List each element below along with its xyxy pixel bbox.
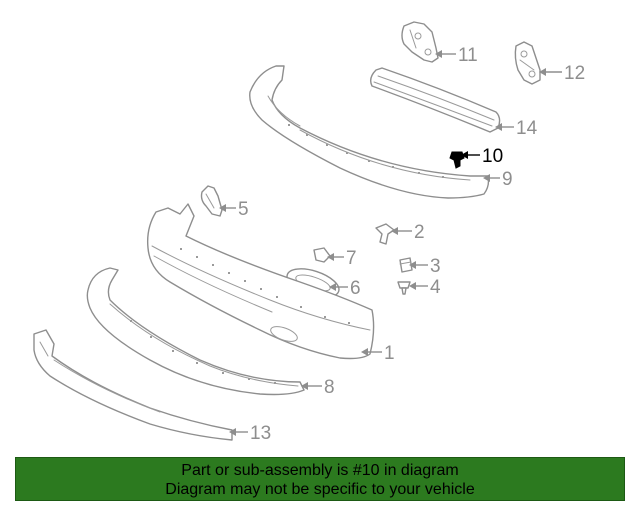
- part-9-bumper-cover: [249, 65, 490, 199]
- part-8-valance: [86, 267, 305, 396]
- callout-4: 4: [409, 277, 441, 298]
- part-4-bolt: [397, 281, 411, 295]
- part-7-plug: [313, 247, 331, 263]
- part-5-bracket: [200, 185, 223, 217]
- callout-label-10: 10: [482, 146, 503, 167]
- callout-label-7: 7: [346, 248, 357, 269]
- callout-label-12: 12: [564, 63, 585, 84]
- info-banner: Part or sub-assembly is #10 in diagram D…: [15, 457, 625, 501]
- callout-3: 3: [409, 256, 441, 277]
- part-12-bracket: [514, 41, 541, 85]
- part-14-reinforcement: [369, 67, 501, 133]
- callout-label-6: 6: [350, 278, 361, 299]
- part-10-clip: [449, 151, 465, 169]
- callout-1: 1: [361, 343, 395, 364]
- callout-label-2: 2: [414, 222, 425, 243]
- part-13-deflector: [33, 329, 233, 441]
- callout-9: 9: [483, 169, 513, 190]
- callout-7: 7: [327, 248, 357, 269]
- callout-8: 8: [301, 377, 335, 398]
- callout-label-13: 13: [250, 423, 271, 444]
- part-1-bumper: [146, 203, 375, 360]
- callout-10: 10: [461, 146, 503, 167]
- part-3-nut: [399, 257, 413, 273]
- callout-label-8: 8: [324, 377, 335, 398]
- callout-label-1: 1: [384, 343, 395, 364]
- part-11-bracket: [401, 21, 439, 63]
- part-2-bracket: [375, 223, 395, 245]
- callout-13: 13: [229, 423, 271, 444]
- callout-label-4: 4: [430, 277, 441, 298]
- parts-diagram: 1 2 3 4 5 6 7 8 9 10: [33, 21, 585, 444]
- callout-label-5: 5: [238, 199, 249, 220]
- banner-line-2: Diagram may not be specific to your vehi…: [165, 481, 475, 498]
- callout-6: 6: [329, 278, 361, 299]
- callout-14: 14: [495, 118, 538, 139]
- banner-line-1: Part or sub-assembly is #10 in diagram: [181, 462, 459, 479]
- callout-label-9: 9: [502, 169, 513, 190]
- callout-5: 5: [219, 199, 249, 220]
- callout-12: 12: [539, 63, 585, 84]
- callout-2: 2: [391, 222, 425, 243]
- callout-label-11: 11: [458, 45, 478, 66]
- callout-11: 11: [435, 45, 478, 66]
- callout-label-14: 14: [516, 118, 538, 139]
- callout-label-3: 3: [430, 256, 441, 277]
